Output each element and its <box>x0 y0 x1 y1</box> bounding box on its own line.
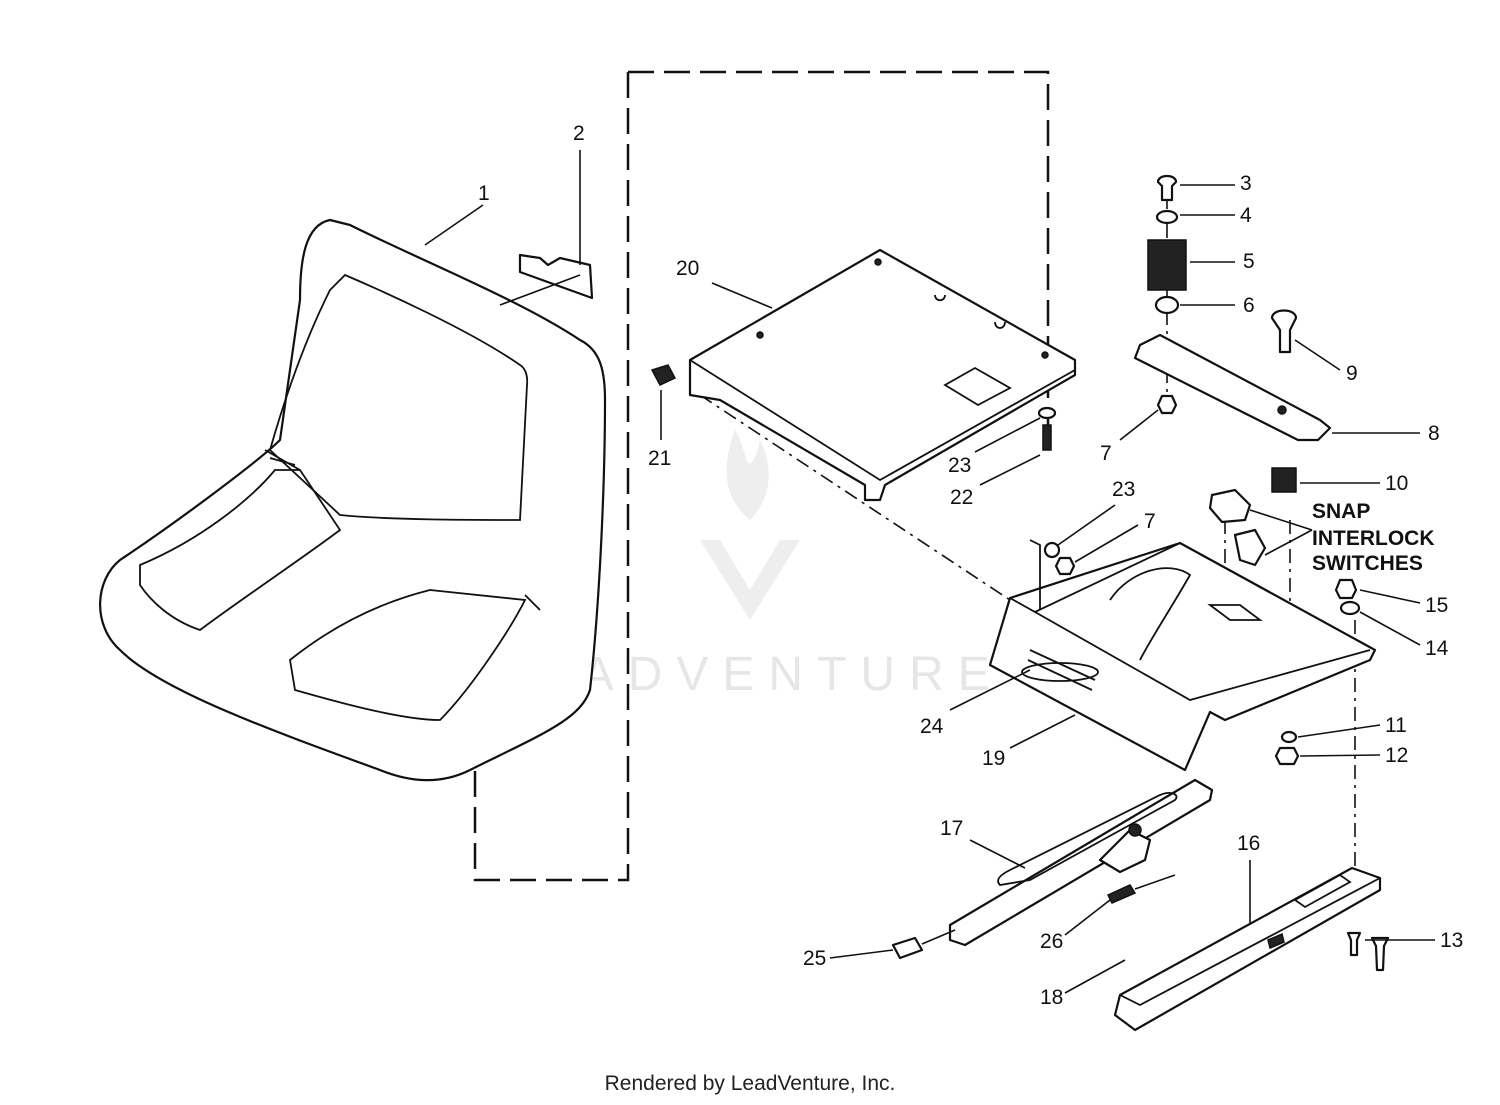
callout-6: 6 <box>1243 294 1255 317</box>
bracket-8 <box>1133 333 1332 442</box>
switch-label-line2: INTERLOCK <box>1312 527 1435 550</box>
callout-11: 11 <box>1385 714 1407 737</box>
seat <box>99 218 607 782</box>
callout-19: 19 <box>982 747 1005 770</box>
washer-11 <box>1280 730 1298 744</box>
callout-7b: 7 <box>1144 510 1156 533</box>
slide-rail-17 <box>948 778 1214 947</box>
washer-23b <box>1043 541 1061 559</box>
centerline-rail <box>699 394 1011 601</box>
nut-7 <box>1156 394 1178 415</box>
bolt-22 <box>1042 424 1052 451</box>
callout-5: 5 <box>1243 250 1255 273</box>
callout-10: 10 <box>1385 472 1408 495</box>
bolt-18 <box>1370 936 1390 972</box>
bolt-21 <box>650 364 677 386</box>
decal-label <box>518 253 594 300</box>
callout-2: 2 <box>573 122 585 145</box>
switch-label-line1: SNAP <box>1312 500 1370 523</box>
leader-lines <box>424 150 1435 994</box>
interlock-switch-lower <box>1233 528 1267 567</box>
callout-23b: 23 <box>1112 478 1135 501</box>
callout-8: 8 <box>1428 422 1440 445</box>
handle-grip-25 <box>891 936 924 960</box>
callout-17: 17 <box>940 817 963 840</box>
nut-7b <box>1054 556 1076 576</box>
callouts: 1 2 3 4 5 6 7 7 8 9 10 11 12 13 14 15 16… <box>478 122 1463 1009</box>
nut-12 <box>1274 746 1300 766</box>
callout-7a: 7 <box>1100 442 1112 465</box>
bolt-9 <box>1270 309 1298 354</box>
bracket-hole <box>1277 405 1287 415</box>
interlock-switch-upper <box>1208 488 1252 524</box>
callout-14: 14 <box>1425 637 1449 660</box>
nut-15 <box>1334 578 1358 600</box>
slide-rail-16 <box>1113 866 1382 1032</box>
washer-23 <box>1037 406 1057 420</box>
seat-pan <box>688 248 1077 502</box>
footer-credit: Rendered by LeadVenture, Inc. <box>604 1072 896 1095</box>
spring-26 <box>1106 884 1137 904</box>
callout-18: 18 <box>1040 986 1063 1009</box>
callout-21: 21 <box>648 447 671 470</box>
callout-13: 13 <box>1440 929 1463 952</box>
callout-25: 25 <box>803 947 826 970</box>
seat-base <box>988 539 1377 772</box>
callout-15: 15 <box>1425 594 1448 617</box>
callout-3: 3 <box>1240 172 1252 195</box>
callout-9: 9 <box>1346 362 1358 385</box>
bumper-10 <box>1271 467 1297 493</box>
callout-26: 26 <box>1040 930 1063 953</box>
callout-23a: 23 <box>948 454 971 477</box>
washer-14 <box>1339 600 1361 616</box>
callout-20: 20 <box>676 257 699 280</box>
assembly-dash-outline <box>473 70 1050 882</box>
callout-1: 1 <box>478 182 490 205</box>
switch-label-line3: SWITCHES <box>1312 552 1423 575</box>
callout-16: 16 <box>1237 832 1260 855</box>
callout-12: 12 <box>1385 744 1408 767</box>
screw-13 <box>1346 931 1362 957</box>
callout-4: 4 <box>1240 204 1252 227</box>
callout-24: 24 <box>920 715 944 738</box>
callout-22: 22 <box>950 486 973 509</box>
